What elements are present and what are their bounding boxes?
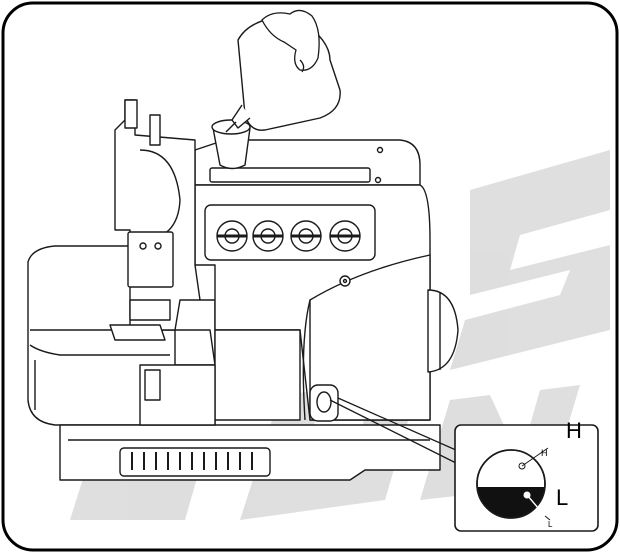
vent-slots (119, 447, 271, 477)
handwheel (427, 289, 459, 373)
oil-level-window (316, 391, 332, 413)
label-low-big: L (556, 485, 568, 510)
oil-level-inset (454, 424, 599, 532)
hand-holding-bottle (261, 9, 320, 73)
tension-dials (204, 204, 376, 261)
label-high-small: H (541, 448, 548, 458)
right-side-panel (309, 254, 431, 421)
label-low-small: L (548, 520, 553, 529)
overlock-machine (27, 99, 459, 481)
presser-foot-block (127, 231, 174, 288)
label-high-big: H (566, 418, 582, 443)
leader-line (329, 397, 475, 471)
